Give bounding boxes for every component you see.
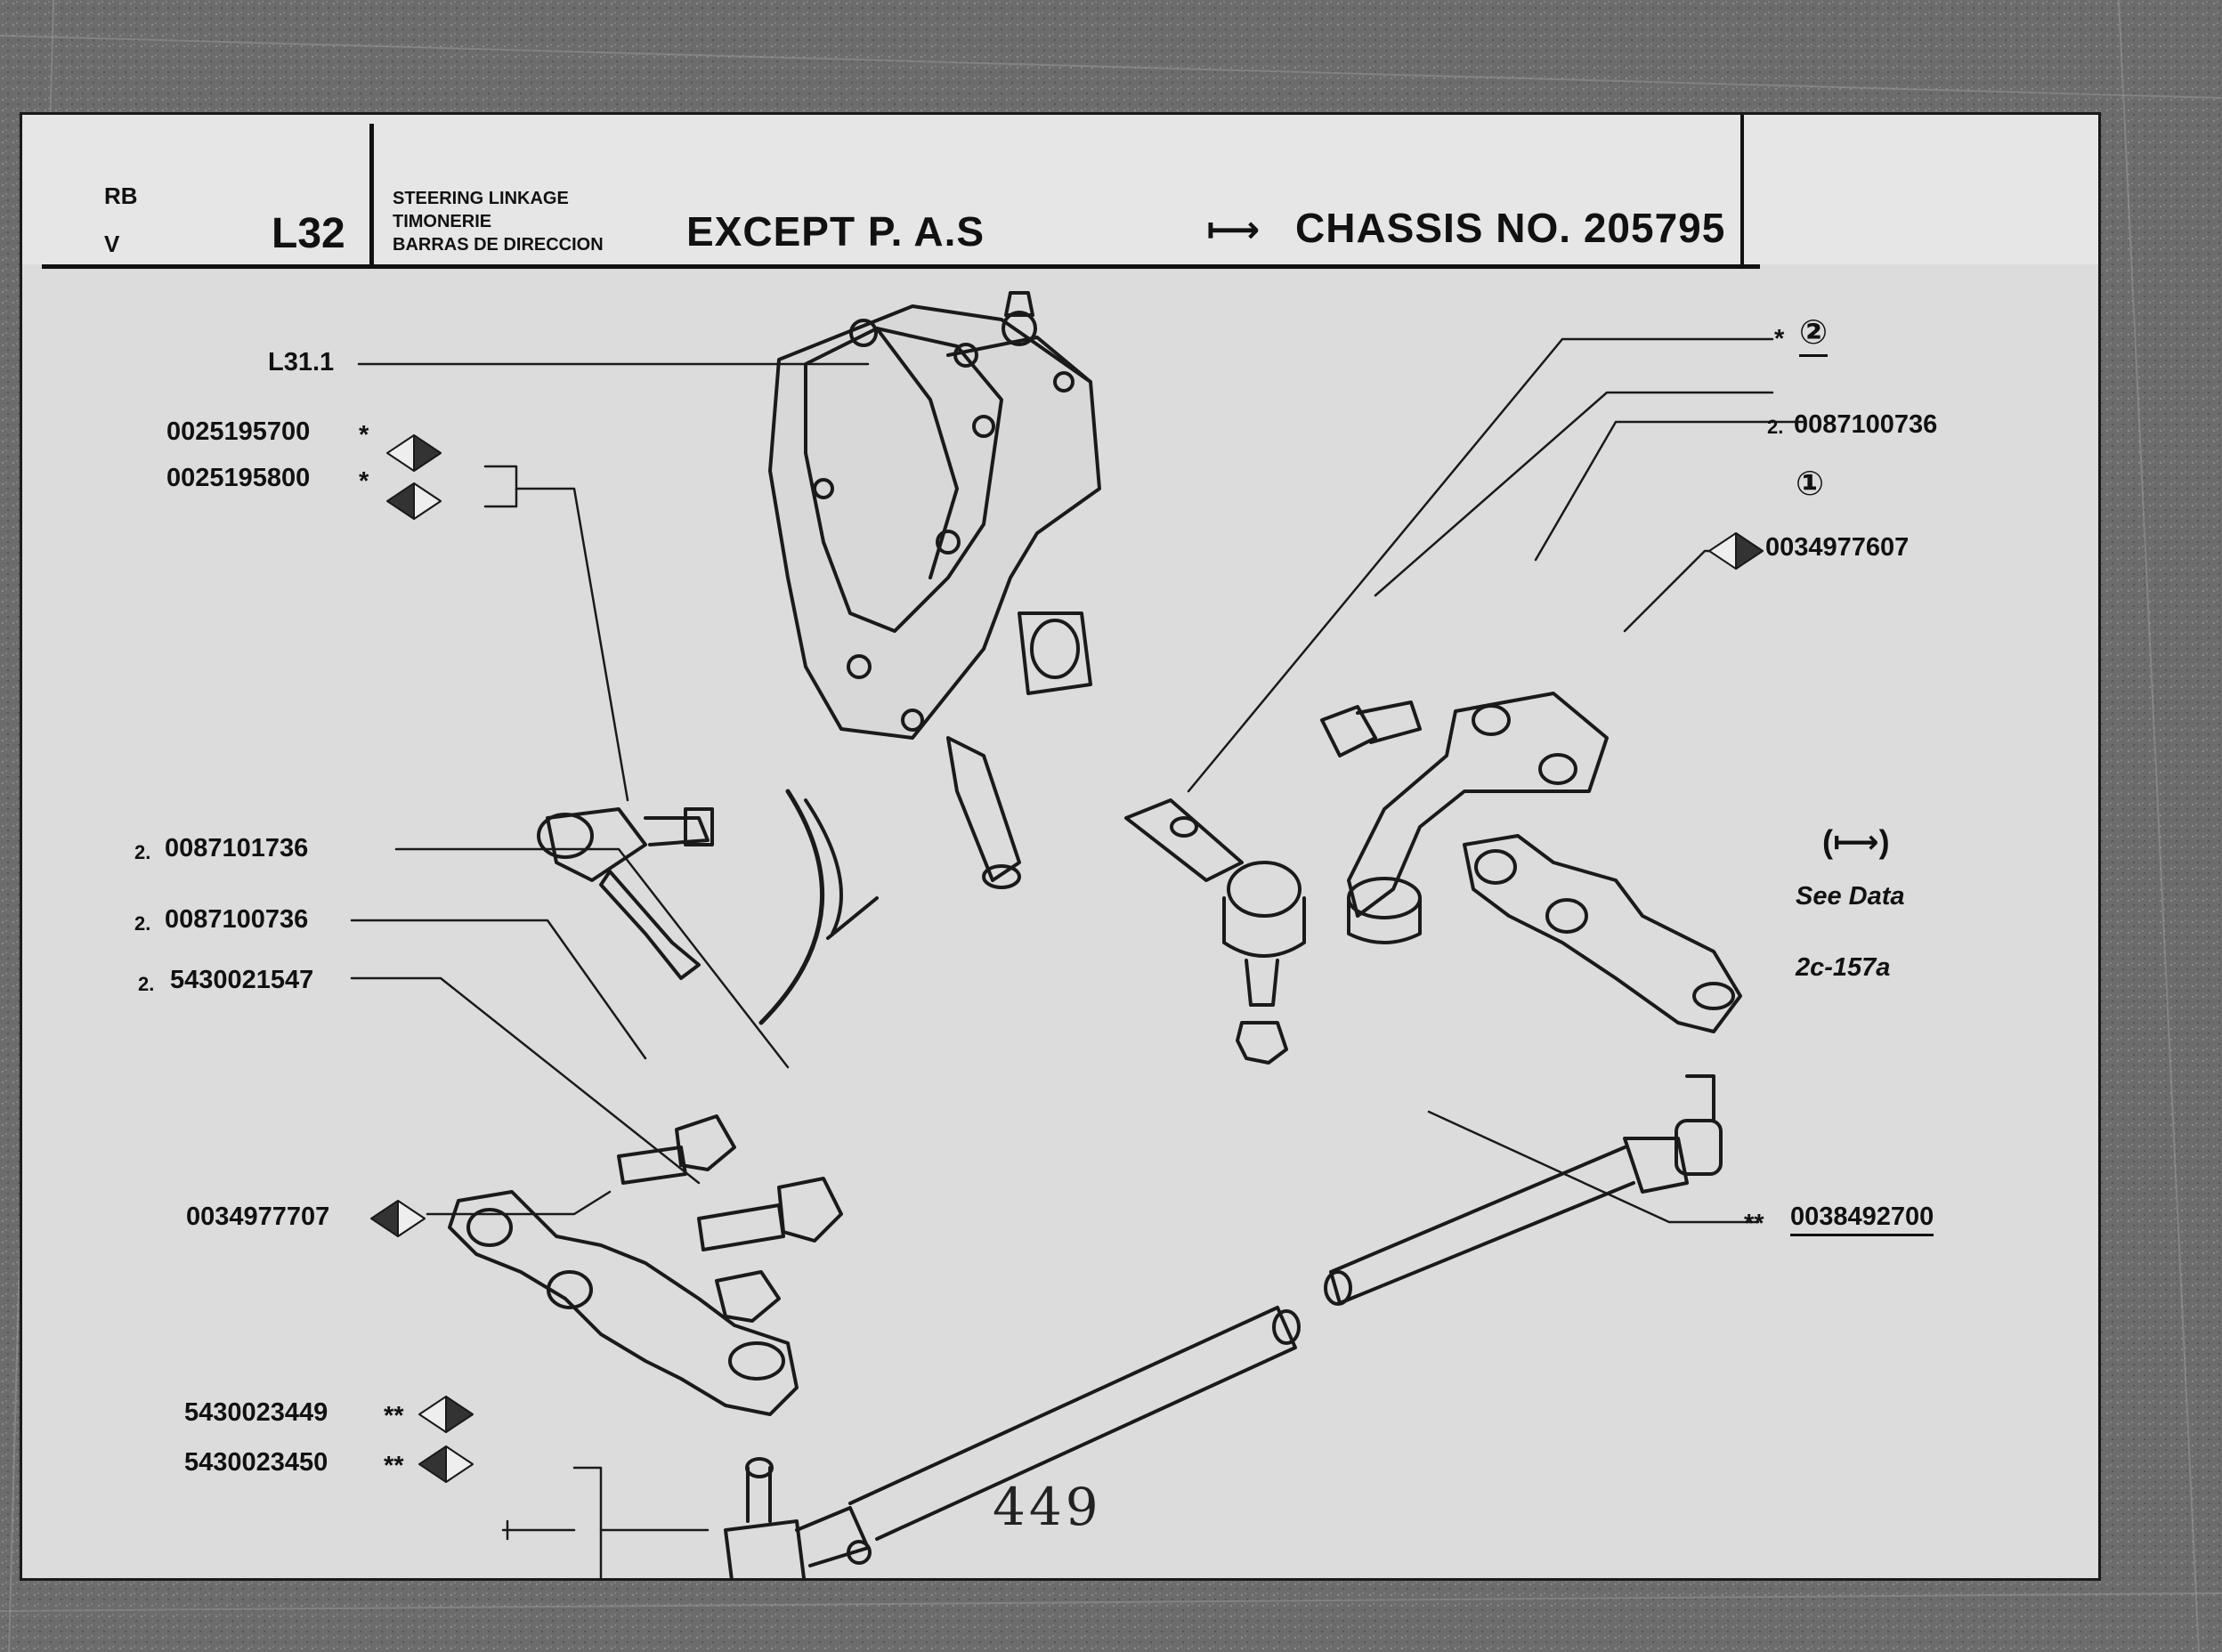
part-0087100736-right: 0087100736	[1794, 410, 1938, 439]
ref-2: ②	[1799, 312, 1829, 357]
ref-1: ①	[1796, 466, 1825, 503]
chassis-label: CHASSIS NO. 205795	[1295, 205, 1726, 251]
handwritten-page-number: 449	[993, 1477, 1102, 1537]
see-data-note: See Data	[1796, 882, 1905, 911]
tie-rod-left-drawing	[848, 1306, 1301, 1541]
header-divider-2	[1740, 115, 1744, 268]
left-ball-joint-drawing	[537, 807, 714, 980]
header-divider-1	[369, 124, 374, 266]
star-marker: *	[359, 421, 369, 449]
title-en: STEERING LINKAGE	[393, 189, 569, 208]
double-star-marker: **	[384, 1402, 404, 1430]
qty-2-left-3: 2.	[138, 973, 155, 995]
title-es: BARRAS DE DIRECCION	[393, 235, 604, 255]
left-tie-rod-end-drawing	[724, 1457, 872, 1578]
part-5430021547: 5430021547	[170, 966, 314, 994]
part-0034977707: 0034977707	[186, 1203, 330, 1231]
condition-text: EXCEPT P. A.S	[686, 208, 985, 255]
diamond-symbols	[370, 434, 1764, 1483]
lower-pitman-arm-left-drawing	[448, 1190, 799, 1416]
steering-linkage-diagram	[350, 291, 1804, 1578]
see-data-ref: 2c-157a	[1796, 953, 1891, 982]
lower-pitman-arm-right-drawing	[1463, 834, 1742, 1033]
title-fr: TIMONERIE	[393, 212, 492, 231]
qty-2-left-1: 2.	[134, 841, 151, 863]
header-band	[22, 115, 2098, 264]
header-rule	[42, 264, 1760, 269]
qty-2-right: 2.	[1767, 416, 1784, 438]
part-5430023449: 5430023449	[184, 1398, 328, 1427]
double-star-marker: **	[384, 1452, 404, 1480]
leader-lines	[350, 337, 1804, 1578]
right-tie-rod-end-drawing	[1623, 1074, 1723, 1194]
part-0025195800: 0025195800	[166, 464, 311, 492]
part-0034977607: 0034977607	[1765, 533, 1910, 562]
chassis-arrow-icon: ⟼	[1206, 208, 1261, 250]
steering-box-drawing	[768, 291, 1101, 889]
range-symbol: (⟼)	[1822, 823, 1890, 860]
part-0038492700: 0038492700	[1790, 1203, 1934, 1236]
upper-idler-arm-drawing	[1347, 692, 1609, 944]
lower-left-bolts-drawing	[617, 1114, 843, 1323]
part-0087100736-left: 0087100736	[165, 905, 309, 934]
tie-rod-right-drawing	[1324, 1146, 1635, 1306]
upper-right-bolt-drawing	[1320, 700, 1422, 757]
market-rb: RB	[104, 182, 138, 209]
part-0087101736: 0087101736	[165, 834, 309, 862]
part-0025195700: 0025195700	[166, 417, 311, 446]
catalog-sheet: RB V L32 STEERING LINKAGE TIMONERIE BARR…	[20, 112, 2101, 1581]
double-star-marker: **	[1744, 1210, 1764, 1238]
market-v: V	[104, 231, 120, 257]
part-5430023450: 5430023450	[184, 1448, 328, 1477]
star-marker: *	[1774, 325, 1785, 353]
qty-2-left-2: 2.	[134, 912, 151, 935]
ref-l31-1: L31.1	[268, 348, 335, 377]
section-code: L32	[272, 210, 345, 257]
center-ball-joint-drawing	[1124, 798, 1306, 1065]
star-marker: *	[359, 467, 369, 496]
